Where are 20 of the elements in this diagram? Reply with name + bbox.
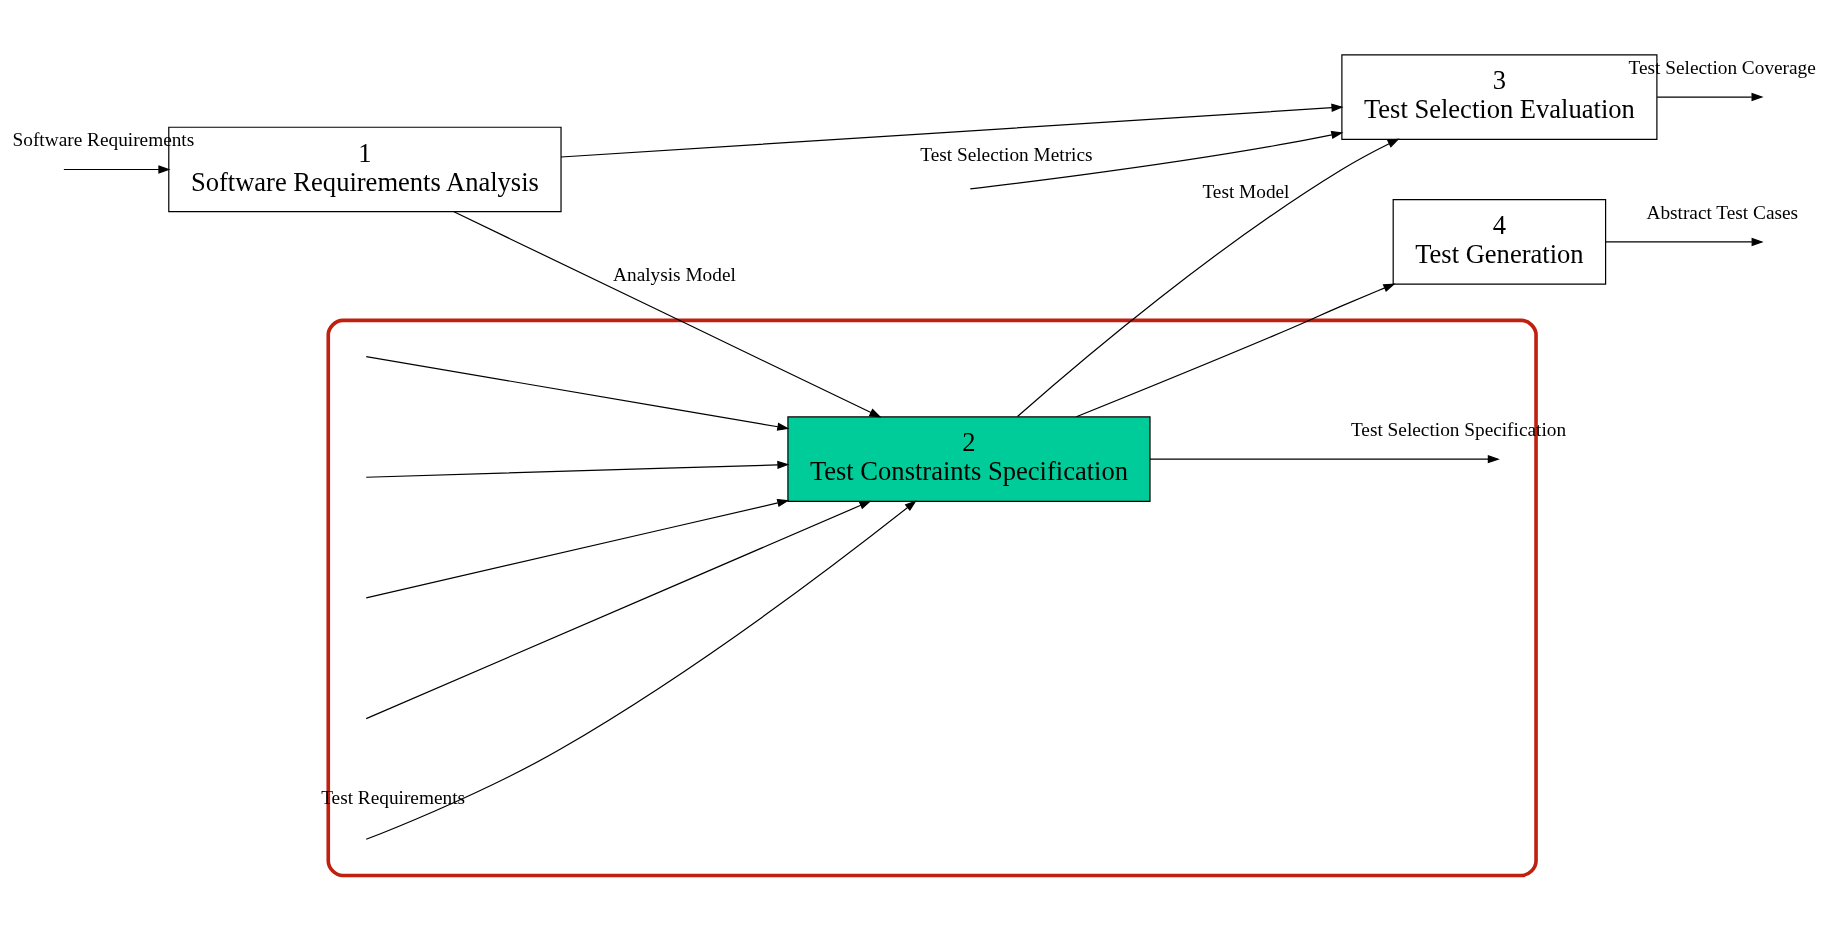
arrow bbox=[1605, 237, 1764, 246]
arrow bbox=[1149, 454, 1500, 463]
arrow bbox=[63, 164, 171, 174]
arrow bbox=[1656, 92, 1764, 101]
arrow bbox=[365, 500, 872, 719]
edge-label: Test Selection Metrics bbox=[920, 143, 1093, 165]
arrow bbox=[453, 210, 882, 418]
edge-label: Analysis Model bbox=[613, 263, 736, 285]
arrow bbox=[365, 355, 790, 431]
edge-label: Abstract Test Cases bbox=[1646, 201, 1799, 223]
arrow bbox=[560, 103, 1344, 158]
node-box: 2 Test Constraints Specification bbox=[787, 415, 1151, 502]
arrow bbox=[1016, 138, 1400, 417]
arrow bbox=[365, 499, 917, 840]
arrow bbox=[969, 130, 1344, 189]
node-box: 4 Test Generation bbox=[1392, 198, 1607, 285]
arrow bbox=[1075, 282, 1396, 417]
arrow bbox=[365, 498, 790, 598]
arrow bbox=[365, 460, 790, 478]
edge-label: Test Model bbox=[1202, 180, 1290, 202]
